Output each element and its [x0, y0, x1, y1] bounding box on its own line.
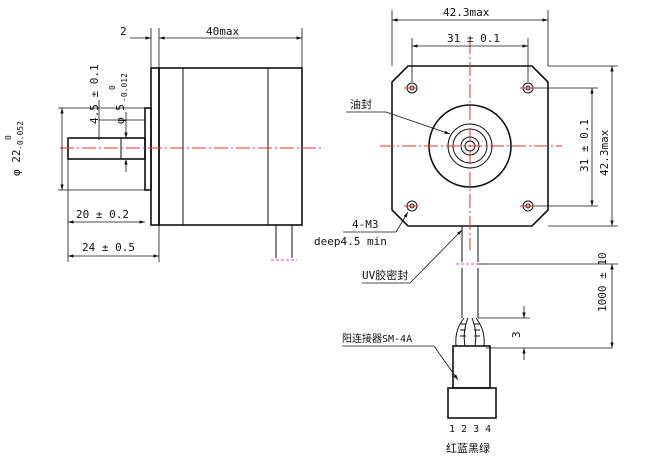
side-view: 2 40max 4.5 ± 0.1 φ 5 0 -0.012 φ 22 0 -0…	[4, 25, 322, 262]
front-view: 42.3max 31 ± 0.1 31 ± 0.1 42.3max 油封 4-M…	[314, 6, 618, 455]
dim-height-label: 42.3max	[598, 129, 611, 176]
connector-label: 阳连接器SM-4A	[342, 332, 412, 345]
dim-shaft-flat-label: 20 ± 0.2	[76, 208, 129, 221]
dim-shaft-dia-tol-bottom: -0.012	[120, 73, 129, 102]
pin-numbers-label: 1 2 3 4	[449, 424, 491, 435]
connector-base	[447, 387, 497, 419]
dim-flange-label: 2	[120, 25, 127, 38]
dim-width-label: 42.3max	[443, 6, 490, 19]
dim-boss-dia-tol-bottom: -0.052	[16, 121, 25, 150]
dim-hole-spacing-top-label: 31 ± 0.1	[447, 32, 500, 45]
uv-seal-label: UV胶密封	[362, 268, 408, 282]
cable-length-label: 1000 ± 10	[596, 252, 609, 312]
strip-length-label: 3	[510, 331, 523, 338]
dim-shaft-length-label: 24 ± 0.5	[82, 241, 135, 254]
hole-depth-label: deep4.5 min	[314, 235, 387, 248]
flange-side	[150, 67, 160, 226]
dim-body-length-label: 40max	[206, 25, 239, 38]
wire-colors-label: 红蓝黑绿	[446, 441, 490, 455]
motor-body-side	[158, 67, 303, 226]
oil-seal-label: 油封	[350, 97, 372, 111]
dim-boss-height-label: 4.5 ± 0.1	[88, 64, 101, 124]
dim-shaft-dia-label: φ 5	[114, 104, 127, 124]
dim-boss-dia-tol-top: 0	[4, 135, 13, 140]
dim-hole-spacing-right-label: 31 ± 0.1	[578, 119, 591, 172]
motor-face	[391, 65, 549, 227]
dim-shaft-dia-tol-top: 0	[108, 85, 117, 90]
boss-side	[144, 107, 152, 191]
mount-holes-label: 4-M3	[352, 218, 379, 231]
dim-boss-dia-label: φ 22	[10, 150, 23, 177]
connector-housing	[452, 345, 491, 389]
wire-bundle	[455, 317, 485, 347]
